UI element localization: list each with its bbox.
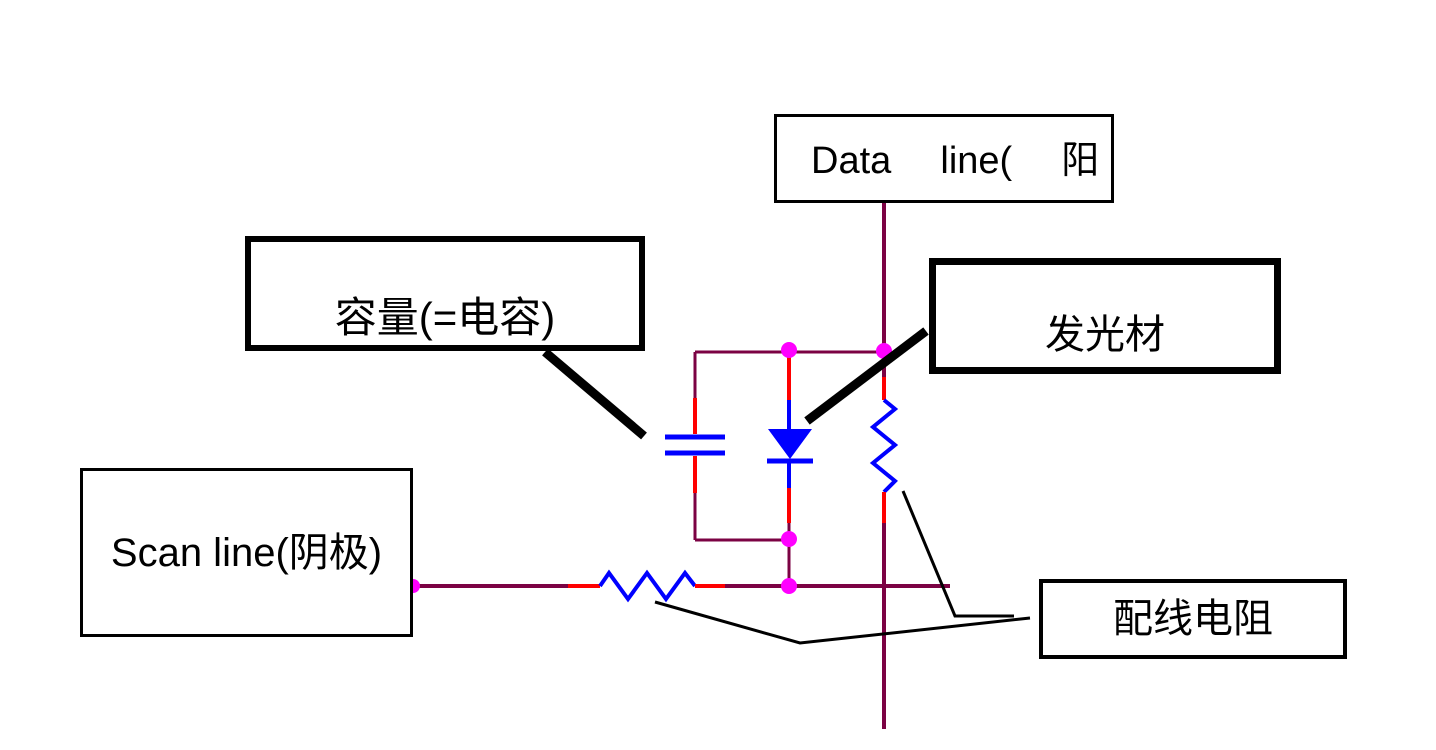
- wiring-resistance-label-box: 配线电阻: [1039, 579, 1347, 659]
- capacity-label: 容量(=电容): [334, 293, 556, 341]
- data-line-label-box: Data line( 阳: [774, 114, 1114, 203]
- emitter-pointer-line: [804, 327, 929, 425]
- capacity-label-box: 容量(=电容): [245, 236, 645, 351]
- junction-dot-loop-bottom: [781, 531, 797, 547]
- scan-line-label: Scan line(阴极): [110, 530, 383, 575]
- scan-line-resistor-icon: [598, 569, 697, 603]
- wiring-resistance-label: 配线电阻: [1113, 597, 1273, 641]
- diode-triangle-icon: [768, 429, 812, 459]
- data-line-resistor-icon: [869, 398, 899, 494]
- junction-dot-scan-line: [781, 578, 797, 594]
- emitter-label-box: 发光材: [929, 258, 1281, 374]
- data-line-label: Data line( 阳: [811, 139, 1100, 182]
- data-resistor-pointer-line: [901, 490, 1014, 618]
- scan-line-label-box: Scan line(阴极): [80, 468, 413, 637]
- scan-resistor-pointer-line: [654, 600, 1031, 645]
- emitter-label: 发光材: [1045, 313, 1165, 357]
- capacity-pointer-line: [542, 348, 647, 440]
- junction-dot-loop-top: [781, 342, 797, 358]
